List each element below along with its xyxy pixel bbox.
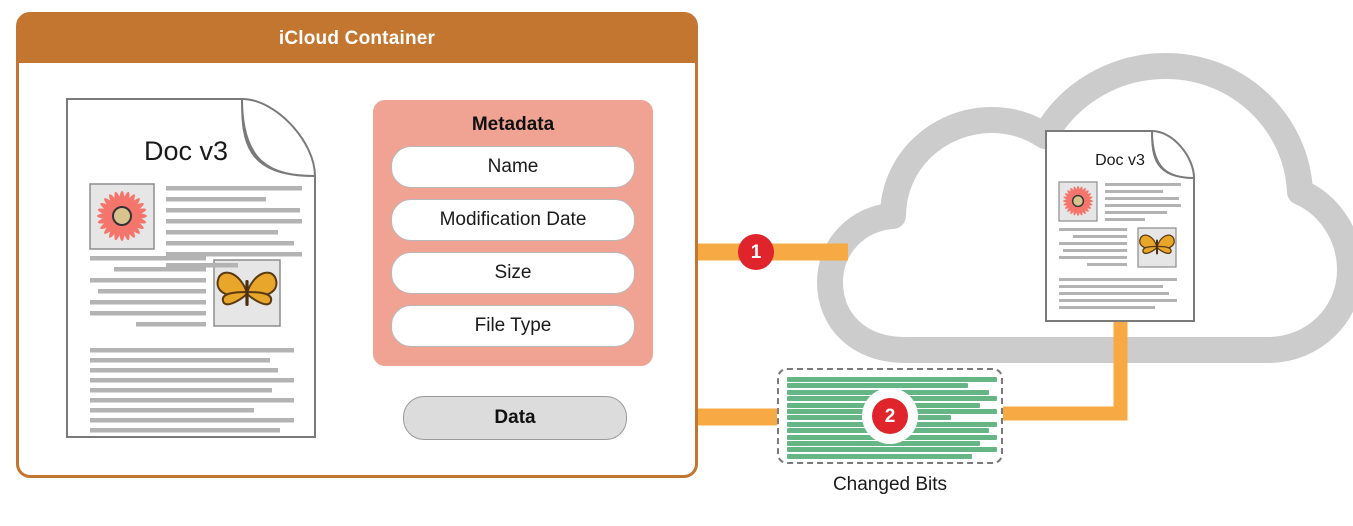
- flower-image: [89, 183, 155, 250]
- metadata-panel: Metadata Name Modification Date Size Fil…: [373, 100, 653, 366]
- step-badge-number: 1: [750, 241, 762, 263]
- changed-bits-block: [777, 368, 1003, 464]
- data-capsule[interactable]: Data: [403, 396, 627, 440]
- document-text-block-1: [166, 186, 302, 268]
- metadata-panel-title: Metadata: [471, 114, 555, 135]
- changed-bit-line: [787, 447, 997, 453]
- metadata-field-file-type[interactable]: File Type: [391, 305, 635, 347]
- document-page-shape: [1045, 130, 1195, 322]
- cloud-document: Doc v3: [1045, 130, 1195, 322]
- changed-bit-line: [787, 453, 972, 459]
- local-document-title: Doc v3: [143, 136, 229, 166]
- document-text-block-2: [90, 256, 206, 327]
- icloud-container-header: iCloud Container: [19, 15, 695, 63]
- document-fold-icon: [241, 98, 316, 177]
- step-badge-2: 2: [872, 398, 908, 434]
- document-fold-icon: [1151, 130, 1195, 179]
- butterfly-image: [1137, 227, 1177, 268]
- metadata-field-label: Name: [487, 156, 539, 177]
- cloud-document-title: Doc v3: [1095, 152, 1145, 169]
- document-text-block-3: [1059, 278, 1177, 309]
- butterfly-image: [213, 259, 281, 327]
- document-text-block-3: [90, 348, 294, 433]
- changed-bits-label: Changed Bits: [832, 474, 948, 495]
- icloud-container-title: iCloud Container: [278, 28, 436, 49]
- changed-bit-line: [787, 377, 997, 382]
- flower-image: [1058, 181, 1098, 222]
- metadata-field-label: Modification Date: [439, 209, 587, 230]
- metadata-field-size[interactable]: Size: [391, 252, 635, 294]
- changed-bit-line: [787, 383, 968, 389]
- document-text-block-2: [1059, 228, 1127, 266]
- changed-bit-line: [787, 441, 981, 446]
- data-capsule-label: Data: [494, 407, 536, 428]
- local-document: Doc v3: [66, 98, 316, 438]
- metadata-field-modification-date[interactable]: Modification Date: [391, 199, 635, 241]
- metadata-field-label: File Type: [474, 315, 552, 336]
- metadata-field-name[interactable]: Name: [391, 146, 635, 188]
- document-text-block-1: [1105, 183, 1181, 221]
- metadata-field-label: Size: [494, 262, 532, 283]
- step-badge-number: 2: [884, 405, 896, 427]
- step-badge-1: 1: [738, 234, 774, 270]
